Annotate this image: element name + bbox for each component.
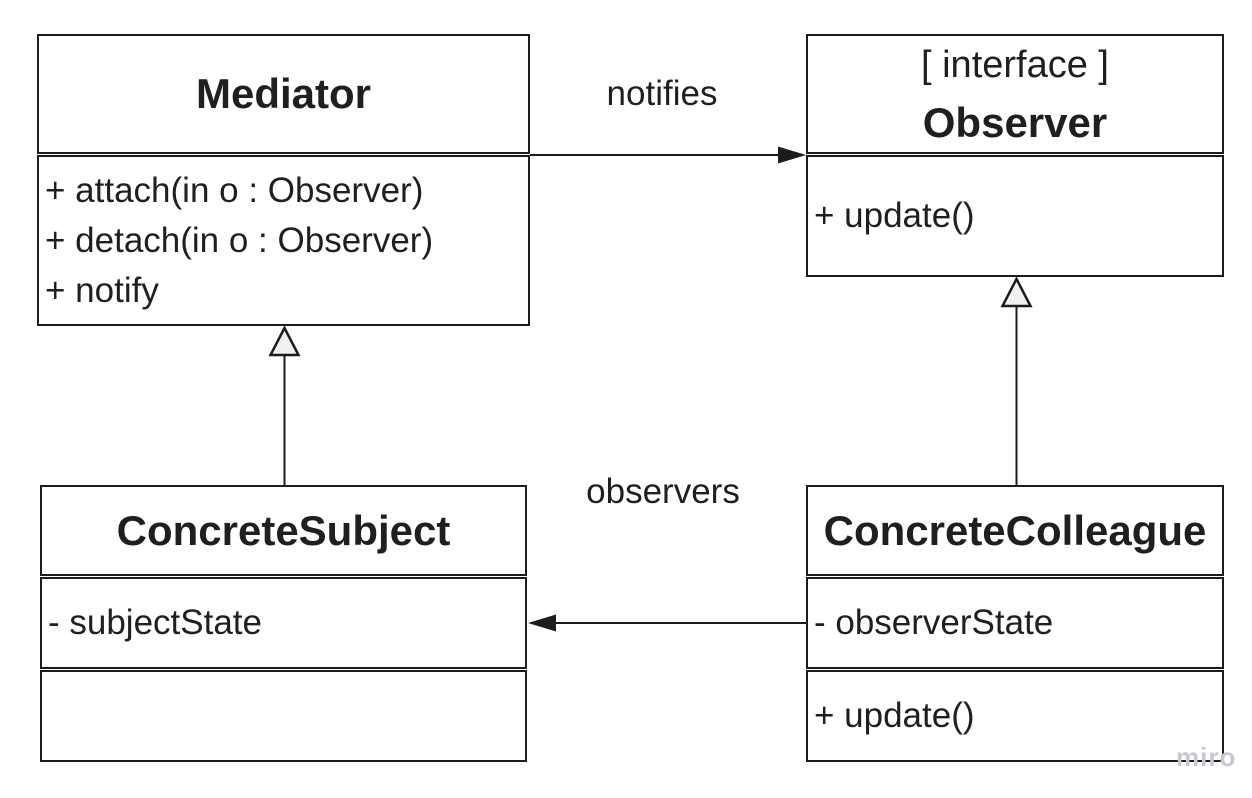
attribute-item: - subjectState [48, 603, 262, 642]
method-item: + attach(in o : Observer) [45, 170, 424, 210]
class-box-concrete-colleague[interactable]: ConcreteColleague - observerState + upda… [806, 485, 1224, 762]
miro-watermark: miro [1176, 742, 1237, 772]
generalization-triangle-icon [1000, 276, 1033, 308]
method-item: + update() [814, 196, 975, 235]
method-item: + notify [45, 270, 159, 310]
generalization-triangle-icon [268, 325, 301, 357]
association-label-notifies: notifies [606, 74, 718, 113]
class-attributes-compartment: - observerState [806, 577, 1224, 669]
method-item: + detach(in o : Observer) [45, 220, 434, 260]
class-methods-compartment: + update() [806, 670, 1224, 762]
class-name: ConcreteColleague [823, 506, 1207, 554]
class-title-compartment: [ interface ] Observer [806, 34, 1224, 154]
class-box-observer[interactable]: [ interface ] Observer + update() [806, 34, 1224, 277]
class-title-compartment: ConcreteColleague [806, 485, 1224, 576]
class-methods-compartment-empty [40, 670, 527, 762]
class-title-compartment: ConcreteSubject [40, 485, 527, 576]
class-name: Mediator [195, 70, 371, 117]
interface-stereotype: [ interface ] [921, 44, 1109, 86]
class-title-compartment: Mediator [37, 34, 530, 154]
class-methods-compartment: + attach(in o : Observer) + detach(in o … [37, 155, 530, 326]
class-box-mediator[interactable]: Mediator + attach(in o : Observer) + det… [37, 34, 530, 326]
method-item: + update() [814, 696, 975, 735]
notifies-arrowhead-icon [778, 146, 806, 164]
class-box-concrete-subject[interactable]: ConcreteSubject - subjectState [40, 485, 527, 762]
class-methods-compartment: + update() [806, 155, 1224, 277]
class-name: Observer [922, 99, 1108, 146]
observers-arrowhead-icon [528, 614, 556, 632]
class-attributes-compartment: - subjectState [40, 577, 527, 669]
attribute-item: - observerState [814, 603, 1054, 642]
association-label-observers: observers [586, 472, 740, 511]
class-name: ConcreteSubject [116, 506, 451, 554]
